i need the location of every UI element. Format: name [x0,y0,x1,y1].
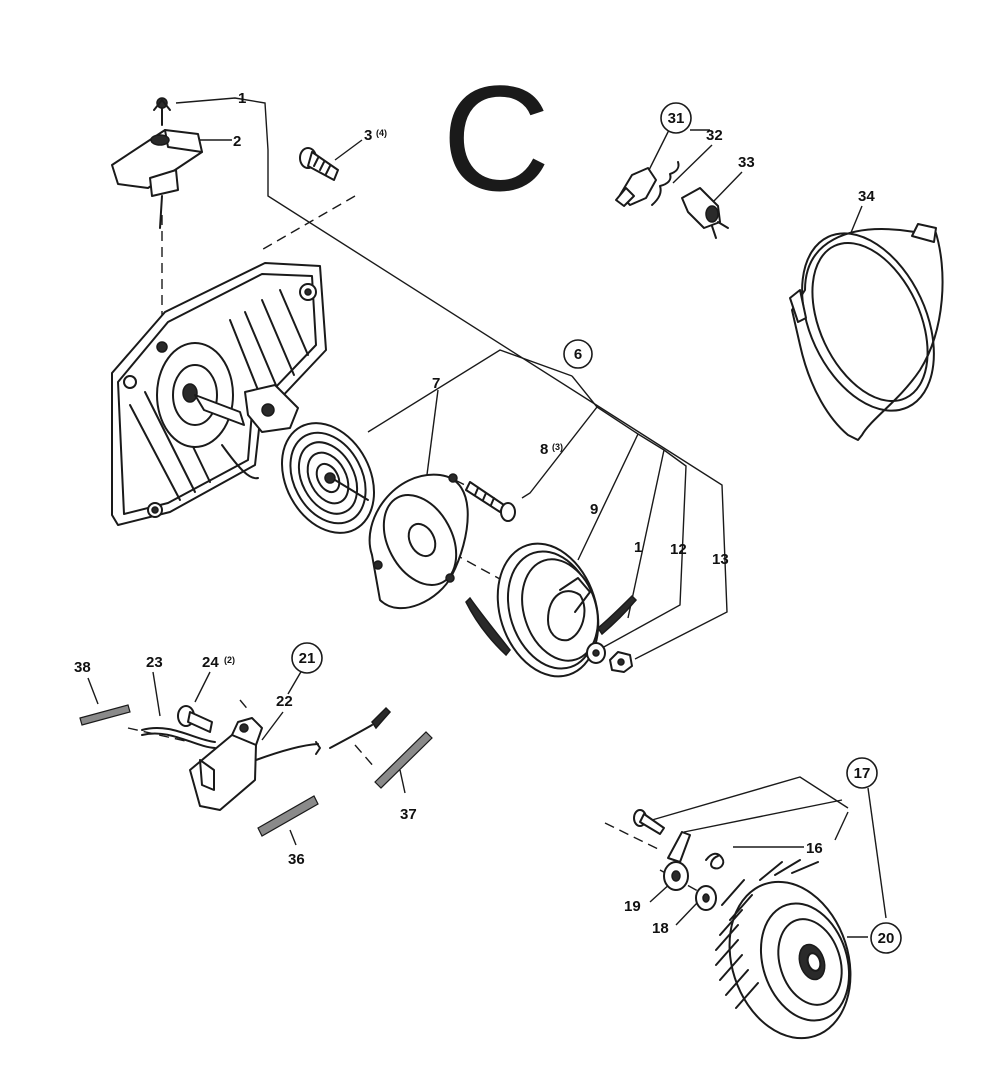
callout-38: 38 [74,659,91,676]
svg-text:8: 8 [540,441,548,458]
washer-12 [586,642,606,664]
svg-text:1: 1 [634,539,642,556]
pawl-screw [633,809,665,835]
callout-23: 23 [146,654,163,671]
callout-36: 36 [288,851,305,868]
callout-1b: 1 [634,539,642,556]
washer-19 [663,861,689,891]
starter-housing [111,262,327,526]
spark-plug-cap [615,167,657,207]
callout-2: 2 [233,133,241,150]
washer-18 [695,885,717,911]
svg-text:33: 33 [738,154,755,171]
svg-text:9: 9 [590,501,598,518]
rope-reel [465,542,638,678]
callout-19: 19 [624,898,641,915]
svg-text:23: 23 [146,654,163,671]
callout-34: 34 [858,188,875,205]
svg-text:34: 34 [858,188,875,205]
callout-32: 32 [706,127,723,144]
svg-text:31: 31 [668,110,685,127]
callout-18: 18 [652,920,669,937]
fan-shroud [789,223,944,441]
svg-text:13: 13 [712,551,729,568]
wire-23 [141,727,216,749]
svg-text:20: 20 [878,930,895,947]
svg-text:21: 21 [299,650,316,667]
svg-text:22: 22 [276,693,293,710]
callout-7: 7 [432,375,440,392]
callout-20: 20 [870,922,902,954]
svg-text:12: 12 [670,541,687,558]
svg-text:2: 2 [233,133,241,150]
svg-text:1: 1 [238,90,246,107]
tube-36 [257,795,319,837]
svg-text:6: 6 [574,346,582,363]
svg-text:32: 32 [706,127,723,144]
screw-3 [299,147,339,181]
callout-21: 21 [291,642,323,674]
svg-text:36: 36 [288,851,305,868]
svg-text:(4): (4) [376,128,387,138]
callout-3: 3 (4) [364,127,387,144]
pawl-16 [667,831,691,863]
callout-8: 8 (3) [540,441,563,458]
nut-13 [609,651,633,673]
spring-cover-plate [368,473,469,610]
svg-text:24: 24 [202,654,219,671]
pawl-spring [705,852,725,870]
starter-handle [111,97,203,229]
callout-24: 24 (2) [202,654,235,671]
svg-text:(3): (3) [552,442,563,452]
callout-22: 22 [276,693,293,710]
svg-text:17: 17 [854,765,871,782]
callout-16: 16 [806,840,823,857]
svg-text:37: 37 [400,806,417,823]
callout-37: 37 [400,806,417,823]
svg-text:38: 38 [74,659,91,676]
callout-17: 17 [846,757,878,789]
screw-24 [177,705,213,733]
callout-9: 9 [590,501,598,518]
callout-6: 6 [563,339,593,369]
recoil-spring [280,422,376,534]
callout-31: 31 [660,102,692,134]
svg-text:16: 16 [806,840,823,857]
callout-12: 12 [670,541,687,558]
svg-text:(2): (2) [224,655,235,665]
svg-text:7: 7 [432,375,440,392]
callout-labels: 1 2 3 (4) 6 7 8 (3) 9 1 12 13 [74,90,902,954]
spring-32 [651,161,680,206]
flywheel-20 [715,859,852,1040]
ignition-module [189,717,321,811]
leader-lines [87,97,887,938]
callout-33: 33 [738,154,755,171]
section-letter: C [442,54,550,222]
callout-13: 13 [712,551,729,568]
svg-text:18: 18 [652,920,669,937]
svg-text:19: 19 [624,898,641,915]
tube-38 [79,704,131,726]
callout-1a: 1 [238,90,246,107]
svg-text:3: 3 [364,127,372,144]
switch-33 [681,187,729,239]
screw-8 [465,481,516,522]
tube-37 [374,731,433,789]
hv-lead [329,706,392,749]
